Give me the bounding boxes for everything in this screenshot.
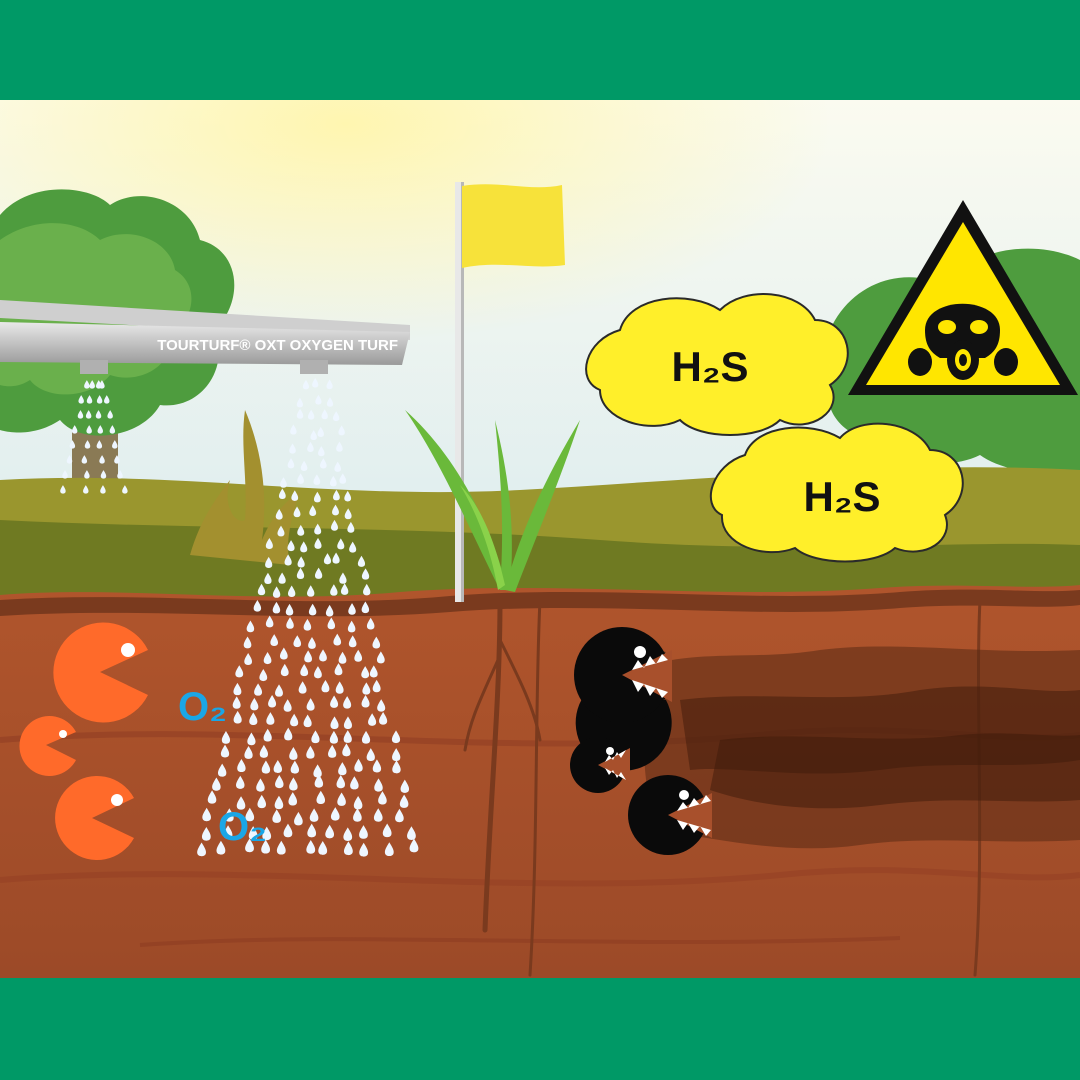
oxygen-label: O₂ — [178, 685, 227, 729]
aerobic-microbe-icon — [55, 776, 134, 860]
anaerobic-microbe-icon — [628, 775, 712, 855]
aerobic-microbe-icon — [53, 622, 148, 723]
gas-label: H₂S — [803, 473, 880, 520]
flag-icon — [455, 182, 565, 602]
thatch-layer — [643, 646, 1080, 849]
dry-grass-tuft — [190, 410, 300, 565]
gas-label: H₂S — [671, 343, 748, 390]
gas-cloud-icon: H₂S — [585, 293, 849, 436]
grass-sprout-icon — [405, 410, 580, 592]
gas-cloud-icon: H₂S — [709, 422, 964, 563]
boom-label: TOURTURF® OXT OXYGEN TURF — [157, 337, 398, 354]
spray-boom-icon: TOURTURF® OXT OXYGEN TURF — [0, 300, 410, 374]
aerobic-microbe-icon — [19, 716, 77, 777]
oxygen-label: O₂ — [218, 805, 267, 849]
hazard-gas-mask-icon — [848, 200, 1078, 395]
anaerobic-microbe-icon — [570, 737, 630, 793]
